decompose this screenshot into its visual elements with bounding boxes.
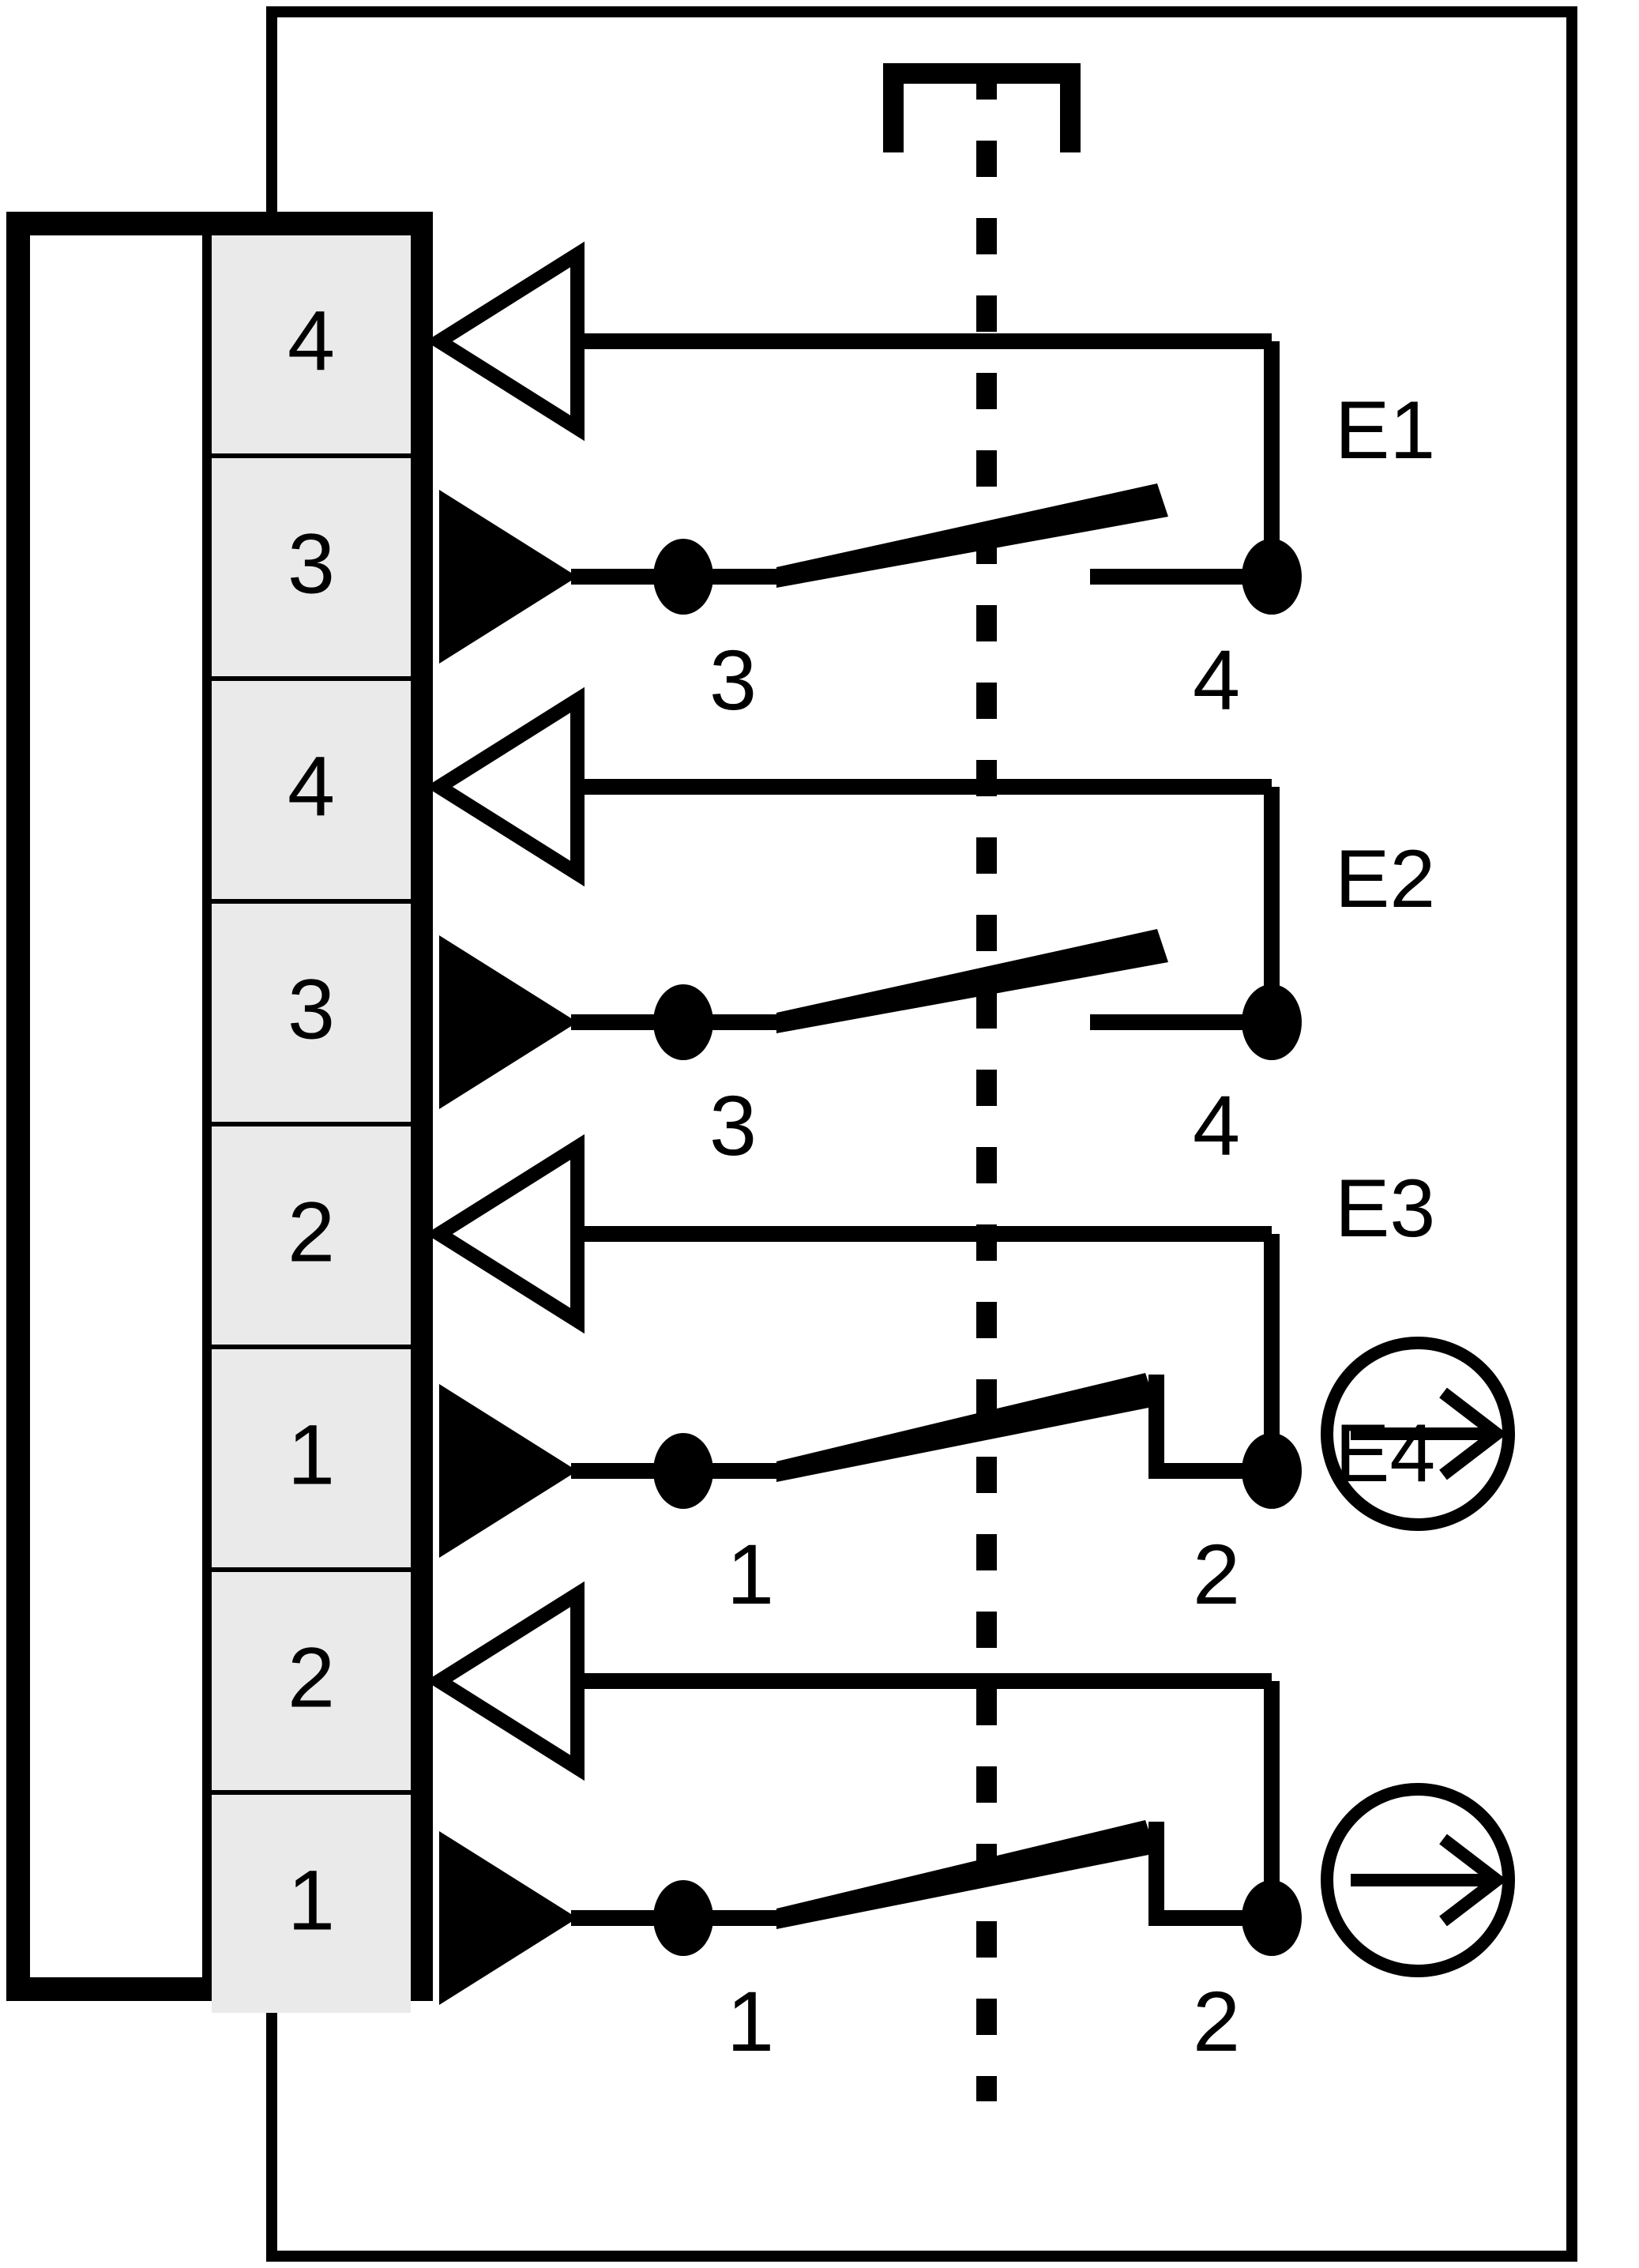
terminal-cell-body bbox=[212, 1795, 411, 2013]
pivot-node-dot bbox=[653, 1433, 713, 1509]
terminal-cell-body bbox=[212, 1572, 411, 1790]
terminal-cell-4-3[interactable]: 4 bbox=[212, 681, 411, 899]
contact-node-dot bbox=[1242, 1880, 1302, 1956]
terminal-cell-body bbox=[212, 235, 411, 453]
terminal-cell-label: 3 bbox=[288, 961, 335, 1057]
contact-right-label: 4 bbox=[1193, 1078, 1240, 1173]
output-arrow-icon bbox=[426, 1581, 585, 1781]
input-arrow-icon bbox=[439, 490, 577, 664]
sensor-arrow-head-icon bbox=[1439, 1834, 1508, 1927]
terminal-cell-3-2[interactable]: 3 bbox=[212, 458, 411, 676]
terminal-cell-label: 1 bbox=[288, 1407, 335, 1503]
device-label-E1: E1 bbox=[1335, 385, 1435, 476]
terminal-cell-2-7[interactable]: 2 bbox=[212, 1572, 411, 1790]
terminal-cell-label: 2 bbox=[288, 1184, 335, 1280]
terminal-cell-label: 4 bbox=[288, 739, 335, 834]
input-arrow-icon bbox=[439, 1831, 577, 2005]
output-arrow-icon bbox=[426, 686, 585, 887]
contact-node-dot bbox=[1242, 984, 1302, 1060]
contact-left-label: 3 bbox=[709, 632, 757, 728]
contact-left-label: 1 bbox=[727, 1973, 774, 2069]
input-arrow-icon bbox=[439, 1384, 577, 1558]
pivot-node-dot bbox=[653, 539, 713, 615]
device-label-E3: E3 bbox=[1335, 1163, 1435, 1254]
contact-right-label: 4 bbox=[1193, 632, 1240, 728]
terminal-cell-body bbox=[212, 904, 411, 1122]
sensor-output-symbol[interactable] bbox=[1321, 1783, 1515, 1977]
terminal-block-blank-column bbox=[30, 235, 202, 1977]
contact-right-label: 2 bbox=[1193, 1526, 1240, 1622]
switch-blade bbox=[776, 483, 1168, 588]
terminal-cell-label: 3 bbox=[288, 516, 335, 611]
device-label-E2: E2 bbox=[1335, 833, 1435, 925]
contact-left-label: 3 bbox=[709, 1078, 757, 1173]
terminal-cell-2-5[interactable]: 2 bbox=[212, 1126, 411, 1345]
terminal-block: 4 3 4 3 2 1 2 1 bbox=[6, 212, 433, 2013]
output-arrow-icon bbox=[426, 1134, 585, 1334]
fixed-contact-hook bbox=[1148, 1822, 1272, 1926]
terminal-cell-label: 1 bbox=[288, 1852, 335, 1948]
contact-node-dot bbox=[1242, 539, 1302, 615]
terminal-cell-3-4[interactable]: 3 bbox=[212, 904, 411, 1122]
pivot-node-dot bbox=[653, 984, 713, 1060]
device-label-E4: E4 bbox=[1335, 1408, 1435, 1499]
switch-blade bbox=[776, 1373, 1156, 1482]
sensor-circle-icon bbox=[1321, 1337, 1515, 1531]
terminal-cell-body bbox=[212, 458, 411, 676]
terminal-cell-4-1[interactable]: 4 bbox=[212, 235, 411, 453]
sensor-output-symbol[interactable] bbox=[1321, 1337, 1515, 1531]
switch-blade bbox=[776, 929, 1168, 1033]
switch-blade bbox=[776, 1820, 1156, 1929]
terminal-cell-1-8[interactable]: 1 bbox=[212, 1795, 411, 2013]
terminal-cell-body bbox=[212, 681, 411, 899]
sensor-circle-icon bbox=[1321, 1783, 1515, 1977]
pivot-node-dot bbox=[653, 1880, 713, 1956]
contact-node-dot bbox=[1242, 1433, 1302, 1509]
contact-right-label: 2 bbox=[1193, 1973, 1240, 2069]
sensor-arrow-head-icon bbox=[1439, 1387, 1508, 1480]
terminal-cell-1-6[interactable]: 1 bbox=[212, 1349, 411, 1567]
terminal-cell-label: 4 bbox=[288, 293, 335, 389]
terminal-cell-body bbox=[212, 1349, 411, 1567]
contact-left-label: 1 bbox=[727, 1526, 774, 1622]
output-arrow-icon bbox=[426, 241, 585, 442]
input-arrow-icon bbox=[439, 935, 577, 1109]
terminal-cell-label: 2 bbox=[288, 1630, 335, 1725]
fixed-contact-hook bbox=[1148, 1375, 1272, 1479]
terminal-cell-body bbox=[212, 1126, 411, 1345]
